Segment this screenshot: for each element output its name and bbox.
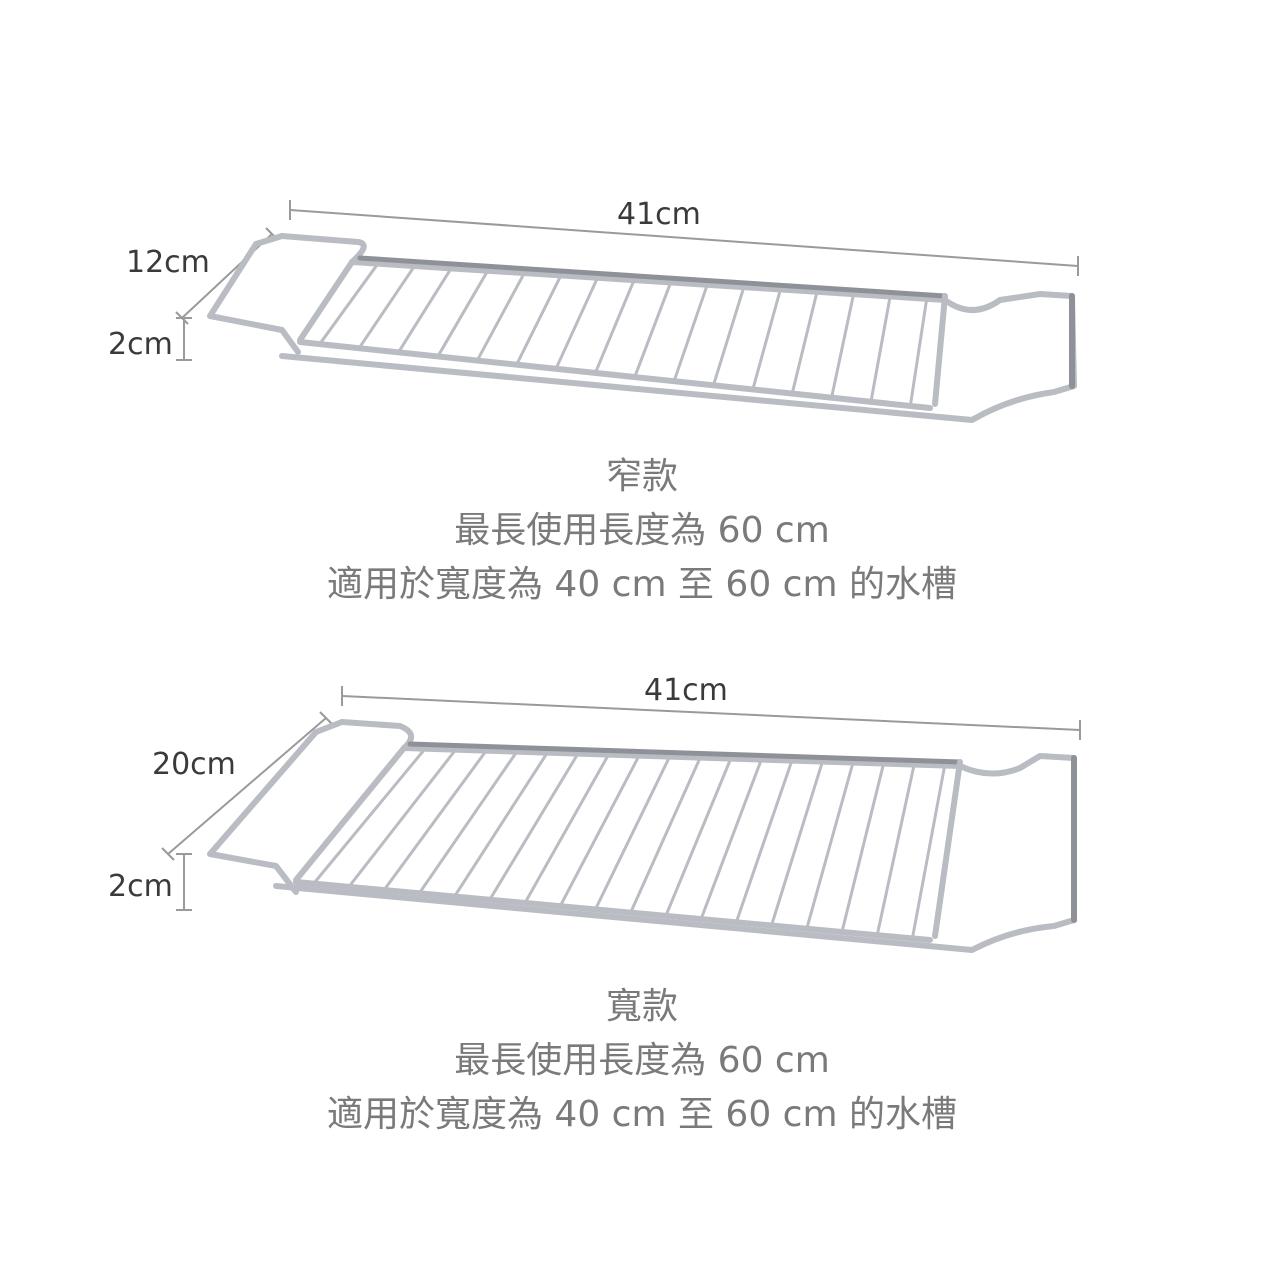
wide-rack-wire (382, 749, 488, 891)
narrow-width-label: 12cm (126, 245, 210, 280)
wide-sink-width-text: 適用於寬度為 40 cm 至 60 cm 的水槽 (326, 1094, 957, 1135)
wide-rack-wire (347, 748, 458, 888)
wide-rack-wire (523, 753, 610, 904)
wide-title: 寬款 (605, 986, 678, 1027)
narrow-caption: 窄款 最長使用長度為 60 cm 適用於寬度為 40 cm 至 60 cm 的水… (0, 450, 1284, 612)
wide-rack-section: 41cm 20cm 2cm 寬款 最長使用長度為 60 cm 適用於寬度為 40… (0, 640, 1284, 1284)
narrow-rack-diagram (175, 200, 1079, 423)
narrow-rack-section: 41cm 12cm 2cm 窄款 最長使用長度為 60 cm 適用於寬度為 40… (0, 0, 1284, 640)
narrow-rack-wire (357, 264, 417, 350)
narrow-rack-wire (397, 267, 453, 354)
wide-rack-wire (664, 757, 733, 917)
wide-rack-wires (312, 747, 947, 939)
wide-rack-wire (910, 765, 947, 939)
narrow-title: 窄款 (605, 456, 678, 497)
narrow-rack-wire (790, 291, 819, 394)
narrow-rack-wire (672, 284, 709, 382)
wide-rack-wire (770, 761, 824, 926)
wide-width-label: 20cm (152, 747, 236, 782)
narrow-sink-width-text: 適用於寬度為 40 cm 至 60 cm 的水槽 (326, 564, 957, 605)
wide-max-length-text: 最長使用長度為 60 cm (454, 1040, 830, 1081)
narrow-rack-wire (830, 293, 856, 398)
wide-rack-wire (875, 764, 916, 936)
narrow-rack-wire (593, 279, 636, 374)
narrow-rack-wire (908, 298, 929, 407)
wide-length-dimension-line (341, 695, 1081, 731)
wide-rack-wire (840, 763, 886, 933)
narrow-rack-wire (475, 271, 526, 362)
wide-rack-wire (629, 756, 702, 914)
narrow-max-length-text: 最長使用長度為 60 cm (454, 510, 830, 551)
wide-rack-wire (453, 751, 549, 898)
wide-rack-wire (312, 747, 427, 885)
narrow-rack-wire (318, 262, 380, 345)
narrow-rack-wire (712, 286, 746, 386)
wide-rack-wire (594, 755, 672, 911)
narrow-rack-wires (318, 262, 929, 407)
narrow-rack-wire (554, 276, 600, 370)
wide-caption: 寬款 最長使用長度為 60 cm 適用於寬度為 40 cm 至 60 cm 的水… (0, 980, 1284, 1142)
narrow-rack-wire (436, 269, 490, 358)
wide-dimension-lines (161, 686, 1081, 911)
wide-rack-wire (805, 762, 855, 930)
narrow-height-label: 2cm (108, 327, 173, 362)
wide-length-label: 41cm (644, 673, 728, 708)
narrow-rack-wire (633, 281, 673, 378)
narrow-rack-wire (751, 288, 782, 390)
narrow-length-dimension-line (289, 209, 1079, 267)
wide-rack-wire (488, 752, 580, 901)
narrow-rack-wire (869, 296, 892, 403)
narrow-length-label: 41cm (617, 197, 701, 232)
wide-width-dimension-line (167, 717, 327, 855)
wide-rack-diagram (161, 686, 1081, 953)
wide-rack-frame (207, 719, 1077, 953)
wide-rack-wire (699, 758, 763, 920)
wide-rack-wire (734, 760, 794, 923)
wide-rack-wire (418, 750, 519, 895)
narrow-rack-frame (207, 233, 1077, 423)
narrow-rack-wire (515, 274, 563, 366)
wide-height-label: 2cm (108, 869, 173, 904)
wide-rack-wire (558, 754, 641, 907)
